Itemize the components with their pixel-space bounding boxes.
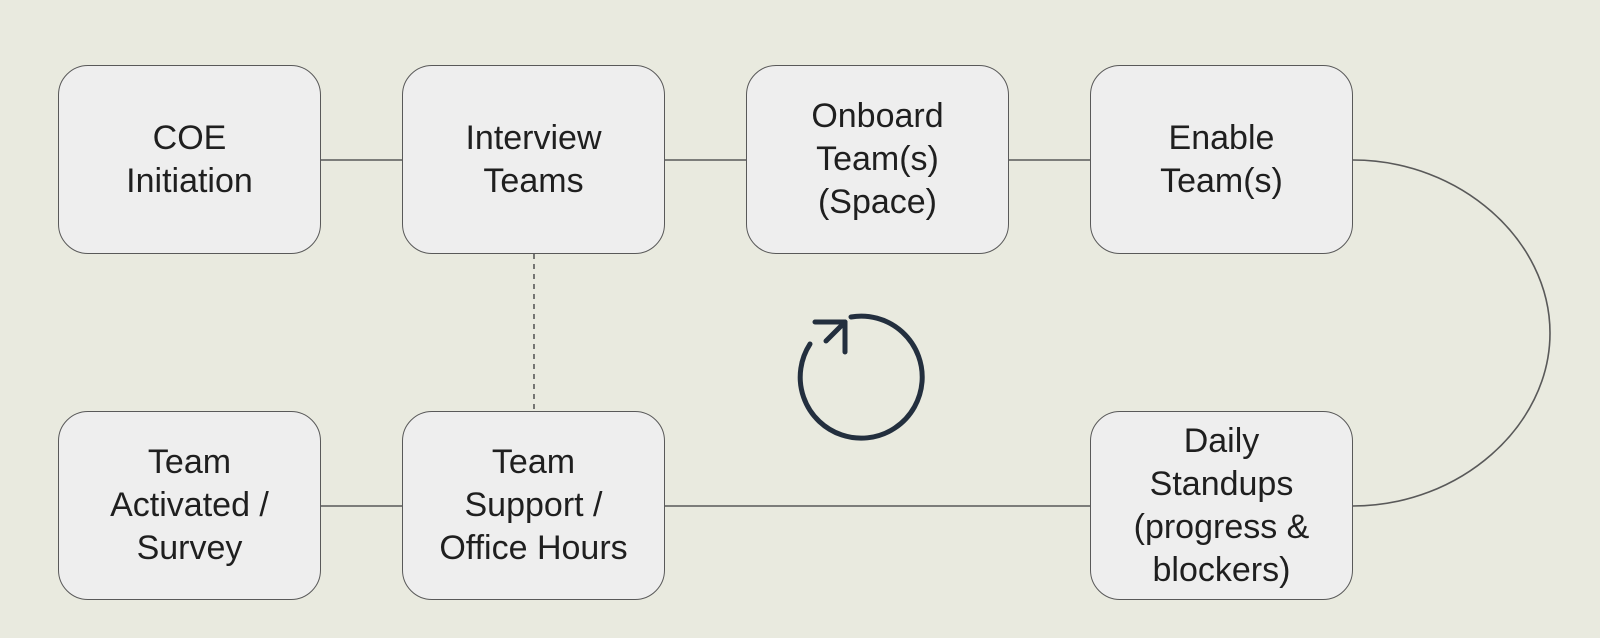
node-label: COE Initiation	[126, 118, 253, 200]
node-coe-initiation: COE Initiation	[58, 65, 321, 254]
node-label: Team Activated / Survey	[110, 443, 269, 567]
node-interview-teams: Interview Teams	[402, 65, 665, 254]
node-team-activated-survey: Team Activated / Survey	[58, 411, 321, 600]
node-label: Interview Teams	[465, 118, 602, 200]
node-daily-standups: Daily Standups (progress & blockers)	[1090, 411, 1353, 600]
node-label: Onboard Team(s) (Space)	[811, 97, 944, 221]
node-label: Enable Team(s)	[1160, 118, 1283, 200]
node-label: Daily Standups (progress & blockers)	[1133, 421, 1310, 589]
refresh-cycle-icon	[797, 313, 925, 441]
node-onboard-teams: Onboard Team(s) (Space)	[746, 65, 1009, 254]
node-label: Team Support / Office Hours	[439, 443, 628, 567]
connector-enable-standups	[1352, 159, 1551, 507]
node-team-support-office-hours: Team Support / Office Hours	[402, 411, 665, 600]
node-enable-teams: Enable Team(s)	[1090, 65, 1353, 254]
